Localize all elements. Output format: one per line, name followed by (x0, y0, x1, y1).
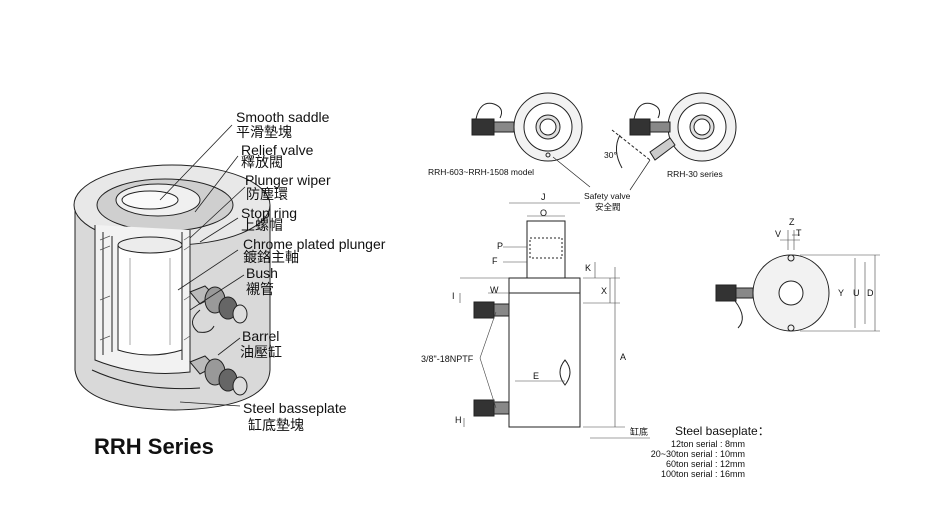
dim-D: D (867, 288, 874, 298)
top-view-left (471, 92, 583, 162)
safety-valve-en: Safety valve (584, 191, 631, 201)
part-zh-baseplate: 缸底墊塊 (248, 418, 304, 434)
baseplate-row-20-30: 20~30ton serial : 10mm (650, 449, 745, 459)
part-en-relief-valve: Relief valve (241, 142, 314, 158)
part-zh-barrel: 油壓缸 (240, 345, 282, 361)
part-en-smooth-saddle: Smooth saddle (236, 109, 330, 125)
part-zh-smooth-saddle: 平滑墊塊 (236, 125, 292, 141)
baseplate-header: Steel baseplate： (675, 424, 770, 438)
part-zh-bush: 襯管 (246, 282, 274, 298)
series-title: RRH Series (94, 434, 214, 459)
dim-X: X (601, 286, 608, 296)
dim-V: V (775, 229, 782, 239)
coupler-upper (189, 285, 248, 333)
model-right-label: RRH-30 series (667, 169, 723, 179)
part-en-plunger-wiper: Plunger wiper (245, 172, 331, 188)
part-en-baseplate: Steel basseplate (243, 400, 347, 416)
top-view-right (552, 92, 737, 191)
dim-T: T (796, 228, 802, 238)
baseplate-row-100: 100ton serial : 16mm (660, 469, 745, 479)
dim-Y: Y (838, 288, 845, 298)
model-left-label: RRH-603~RRH-1508 model (428, 167, 535, 177)
dim-E: E (533, 371, 540, 381)
part-zh-chrome-plunger: 鍍鉻主軸 (243, 250, 299, 266)
baseplate-row-60: 60ton serial : 12mm (665, 459, 745, 469)
dim-F: F (492, 256, 498, 266)
dim-J: J (541, 192, 546, 202)
part-zh-stop-ring: 上螺帽 (241, 218, 283, 234)
dim-P: P (497, 241, 504, 251)
base-zh-label: 缸底 (630, 427, 649, 437)
dim-K: K (585, 263, 592, 273)
dim-W: W (490, 285, 499, 295)
dim-H: H (455, 415, 462, 425)
side-view (459, 202, 650, 439)
dim-I: I (452, 291, 455, 301)
part-zh-relief-valve: 釋放閥 (241, 155, 283, 171)
part-en-chrome-plunger: Chrome plated plunger (243, 236, 386, 252)
part-en-stop-ring: Stop ring (241, 205, 298, 221)
dim-O: O (540, 208, 548, 218)
coupler-lower (189, 355, 248, 396)
cutaway-cylinder (73, 124, 271, 411)
safety-valve-zh: 安全閥 (595, 202, 621, 212)
dim-Z: Z (789, 217, 795, 227)
thread-label: 3/8"-18NPTF (421, 354, 474, 364)
part-en-bush: Bush (246, 265, 278, 281)
end-view (715, 230, 880, 332)
baseplate-row-12: 12ton serial : 8mm (670, 439, 745, 449)
angle-label: 30° (604, 150, 617, 160)
dim-A: A (620, 352, 627, 362)
part-en-barrel: Barrel (242, 328, 280, 344)
dim-U: U (853, 288, 860, 298)
part-zh-plunger-wiper: 防塵環 (246, 187, 288, 203)
